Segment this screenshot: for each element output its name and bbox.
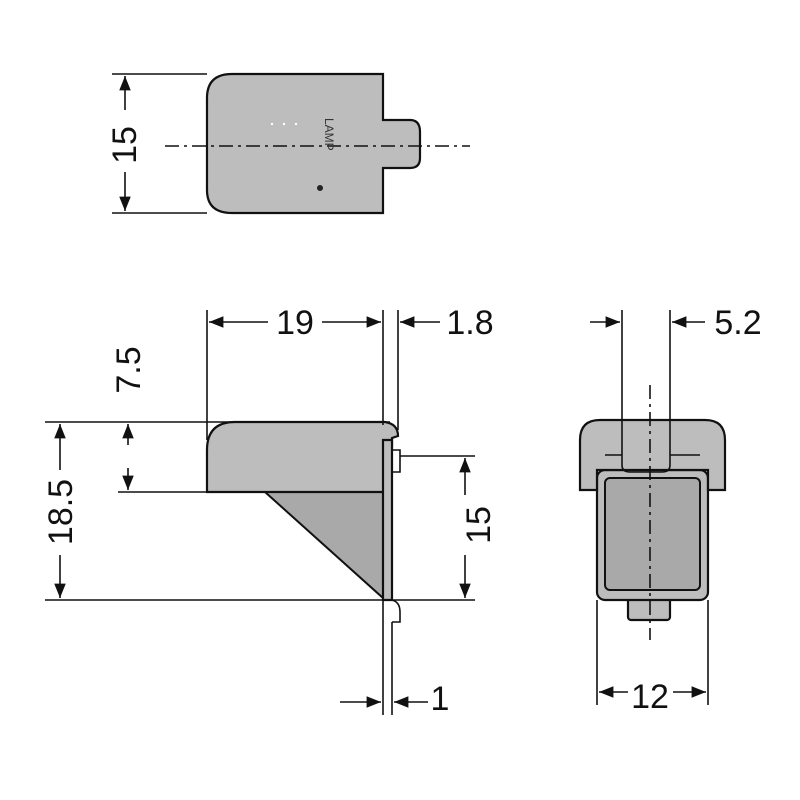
hook-spacing-dim: 15	[460, 506, 498, 544]
shelf-thickness-dim: 7.5	[110, 346, 148, 393]
svg-text:LAMP: LAMP	[322, 118, 336, 151]
side-view: 19 1.8 7.5 18.5 15 1	[42, 304, 498, 718]
logo-emboss: LAMP	[270, 118, 336, 191]
top-height-dim: 15	[106, 126, 144, 164]
slot-dim: 5.2	[714, 304, 761, 342]
plate-thickness-dim: 1	[431, 680, 450, 718]
hook-dim: 1.8	[446, 304, 493, 342]
total-height-dim: 18.5	[42, 479, 80, 545]
front-view: 5.2 12	[578, 304, 762, 716]
width-dim: 19	[276, 304, 314, 342]
top-view: LAMP 15	[106, 72, 470, 215]
width-dim-front: 12	[631, 678, 669, 716]
